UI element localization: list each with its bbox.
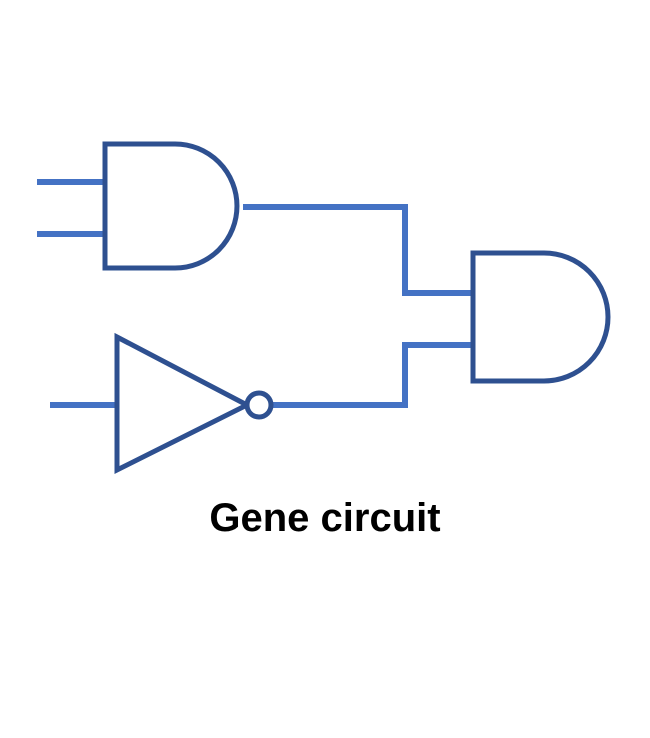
not1-to-and2-wire bbox=[271, 342, 473, 408]
and-gate-1[interactable] bbox=[102, 141, 240, 271]
and-gate-2[interactable] bbox=[470, 250, 611, 384]
not-gate-1[interactable] bbox=[114, 332, 274, 475]
not-gate-1-body bbox=[114, 332, 253, 475]
wire-layer bbox=[37, 179, 473, 408]
and-gate-1-body bbox=[102, 141, 240, 271]
and-gate-2-body bbox=[470, 250, 611, 384]
and1-to-and2-wire bbox=[243, 204, 473, 296]
not-gate-1-inversion-bubble-icon bbox=[244, 390, 274, 420]
figure-caption: Gene circuit bbox=[209, 496, 441, 540]
caption-layer: Gene circuit bbox=[0, 495, 650, 541]
